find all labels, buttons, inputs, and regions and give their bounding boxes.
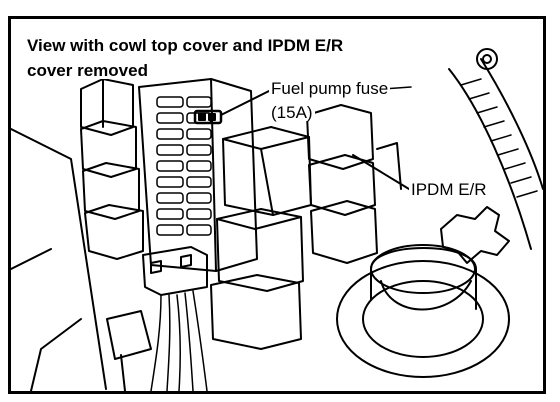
fuel-pump-fuse-label: Fuel pump fuse bbox=[269, 79, 391, 98]
ipdm-er-label: IPDM E/R bbox=[409, 180, 489, 199]
engine-bay-illustration bbox=[11, 48, 543, 391]
caption-line-2: cover removed bbox=[25, 61, 150, 80]
fuel-pump-fuse-rating-label: (15A) bbox=[269, 103, 315, 122]
diagram-frame: View with cowl top cover and IPDM E/R co… bbox=[8, 16, 546, 394]
caption-line-1: View with cowl top cover and IPDM E/R bbox=[25, 36, 346, 55]
